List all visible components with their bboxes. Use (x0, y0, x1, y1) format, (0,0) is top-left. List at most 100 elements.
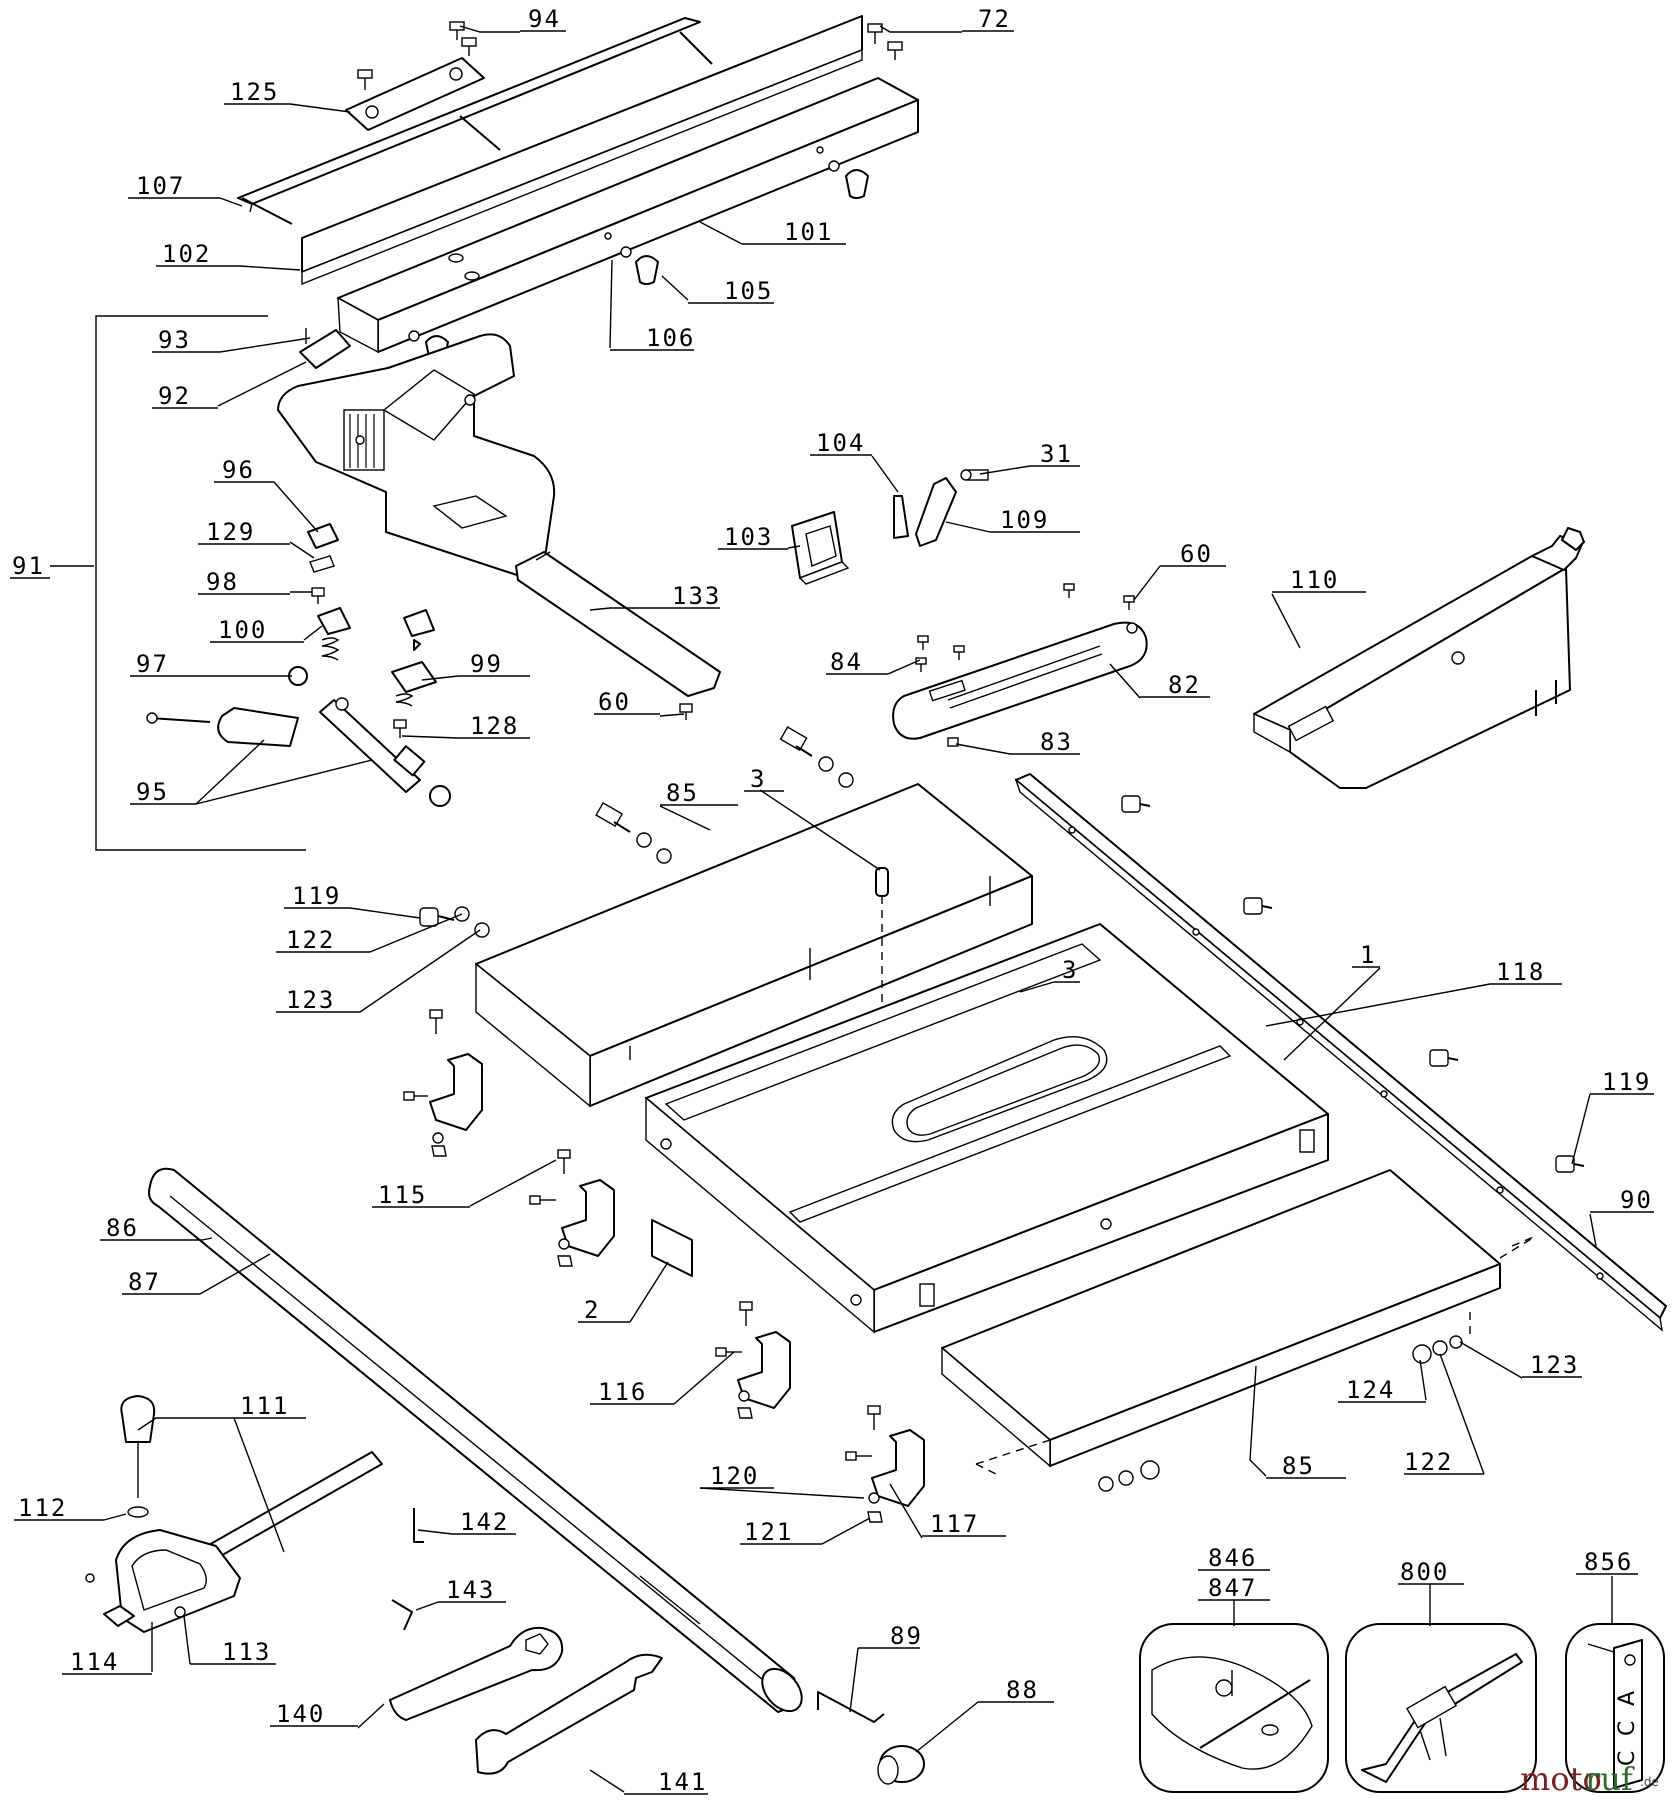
leader-line (401, 735, 459, 739)
screw-31-icon (960, 469, 989, 481)
screw-72b-icon (887, 41, 903, 60)
callout-number: 113 (222, 1638, 271, 1666)
callout-100: 100 (210, 616, 323, 644)
callout-number: 123 (286, 986, 335, 1014)
accessory-box-800 (1345, 1623, 1537, 1793)
callout-117: 117 (889, 1483, 1006, 1539)
callout-number: 115 (378, 1181, 427, 1209)
leader-line (1019, 981, 1055, 993)
callout-number: 107 (136, 172, 185, 200)
callout-number: 800 (1400, 1558, 1449, 1586)
spring-icon (395, 693, 414, 707)
callout-number: 97 (136, 650, 169, 678)
callout-93: 93 (152, 326, 311, 354)
screw-icon (429, 1009, 443, 1034)
callout-number: 121 (744, 1518, 793, 1546)
callout-133: 133 (589, 582, 720, 611)
leader-line (659, 805, 711, 831)
lock-knob-icon (635, 255, 659, 285)
callout-124: 124 (1338, 1359, 1427, 1404)
callout-123: 123 (1459, 1341, 1582, 1379)
leader-line (219, 197, 243, 207)
callout-72: 72 (879, 5, 1014, 33)
callout-number: 2 (584, 1296, 600, 1324)
leader-line (629, 1261, 669, 1323)
screw-125-icon (357, 69, 373, 90)
leader-line (357, 1703, 385, 1729)
leader-line (821, 1517, 871, 1545)
leader-line (955, 743, 1011, 755)
accessory-box-856: A C C (1565, 1623, 1665, 1793)
callout-number: 83 (1040, 728, 1073, 756)
callout-number: 60 (1180, 540, 1213, 568)
leader-line (289, 541, 315, 559)
leader-line (661, 275, 689, 301)
fence-extension (515, 551, 721, 720)
leader-line (421, 675, 459, 681)
callout-number: 142 (460, 1508, 509, 1536)
spring-icon (321, 637, 340, 661)
callout-number: 119 (292, 882, 341, 910)
callout-97: 97 (130, 650, 292, 678)
callout-number: 82 (1168, 671, 1201, 699)
screw-icon (403, 1091, 428, 1101)
callout-106: 106 (609, 259, 694, 352)
screw-icon (715, 1347, 742, 1357)
main-table (645, 923, 1329, 1334)
leader-line (699, 1487, 865, 1499)
extension-table-left (475, 783, 1033, 1108)
leader-line (1419, 1359, 1427, 1401)
leader-line (1459, 1341, 1523, 1379)
leader-line (459, 25, 520, 33)
leader-line (273, 481, 319, 533)
leader-line (417, 1529, 453, 1535)
hook-89-icon (817, 1691, 885, 1723)
watermark-part1: moto (1520, 1760, 1602, 1798)
callout-number: 114 (70, 1648, 119, 1676)
callout-number: 112 (18, 1494, 67, 1522)
leader-line (849, 1647, 859, 1713)
callout-number: 84 (830, 648, 863, 676)
callout-number: 104 (816, 429, 865, 457)
callout-109: 109 (945, 506, 1080, 534)
callout-number: 94 (528, 5, 561, 33)
watermark-suffix: .de (1640, 1775, 1659, 1789)
knob-88-icon (877, 1745, 925, 1785)
rip-fence-assembly (146, 15, 919, 807)
bracket-115a (403, 1009, 483, 1157)
screw-icon (867, 1405, 881, 1430)
callout-number: 143 (446, 1576, 495, 1604)
callout-142: 142 (417, 1508, 516, 1536)
leader-line (137, 1417, 234, 1431)
callout-number: 96 (222, 456, 255, 484)
callout-number: 1 (1360, 941, 1376, 969)
callout-87: 87 (122, 1253, 271, 1296)
callout-141: 141 (589, 1768, 708, 1796)
leader-line (945, 521, 991, 533)
leader-line (217, 361, 307, 407)
screw-72a-icon (867, 23, 883, 44)
callout-number: 110 (1290, 566, 1339, 594)
callout-113: 113 (183, 1615, 276, 1666)
callout-91: 91 (10, 552, 94, 580)
screw-128-icon (393, 719, 407, 738)
callout-number: 120 (710, 1462, 759, 1490)
callout-98: 98 (198, 568, 312, 596)
callout-number: 3 (750, 765, 766, 793)
riving-parts (791, 469, 989, 585)
leader-line (219, 337, 311, 353)
leader-line (289, 103, 351, 113)
leader-line (915, 1701, 979, 1753)
leader-line (195, 739, 265, 805)
callout-number: 86 (106, 1214, 139, 1242)
callout-number: 91 (12, 552, 45, 580)
extension-table-right (941, 1169, 1537, 1477)
callout-103: 103 (718, 523, 801, 551)
hex-key-143-icon (391, 1599, 413, 1631)
screw-84b-icon (953, 645, 965, 660)
callout-120: 120 (699, 1462, 865, 1499)
acc-letter-a: A (1615, 1691, 1640, 1706)
callout-86: 86 (100, 1214, 213, 1242)
leader-line (103, 1513, 127, 1521)
callout-856: 856 (1576, 1548, 1638, 1624)
